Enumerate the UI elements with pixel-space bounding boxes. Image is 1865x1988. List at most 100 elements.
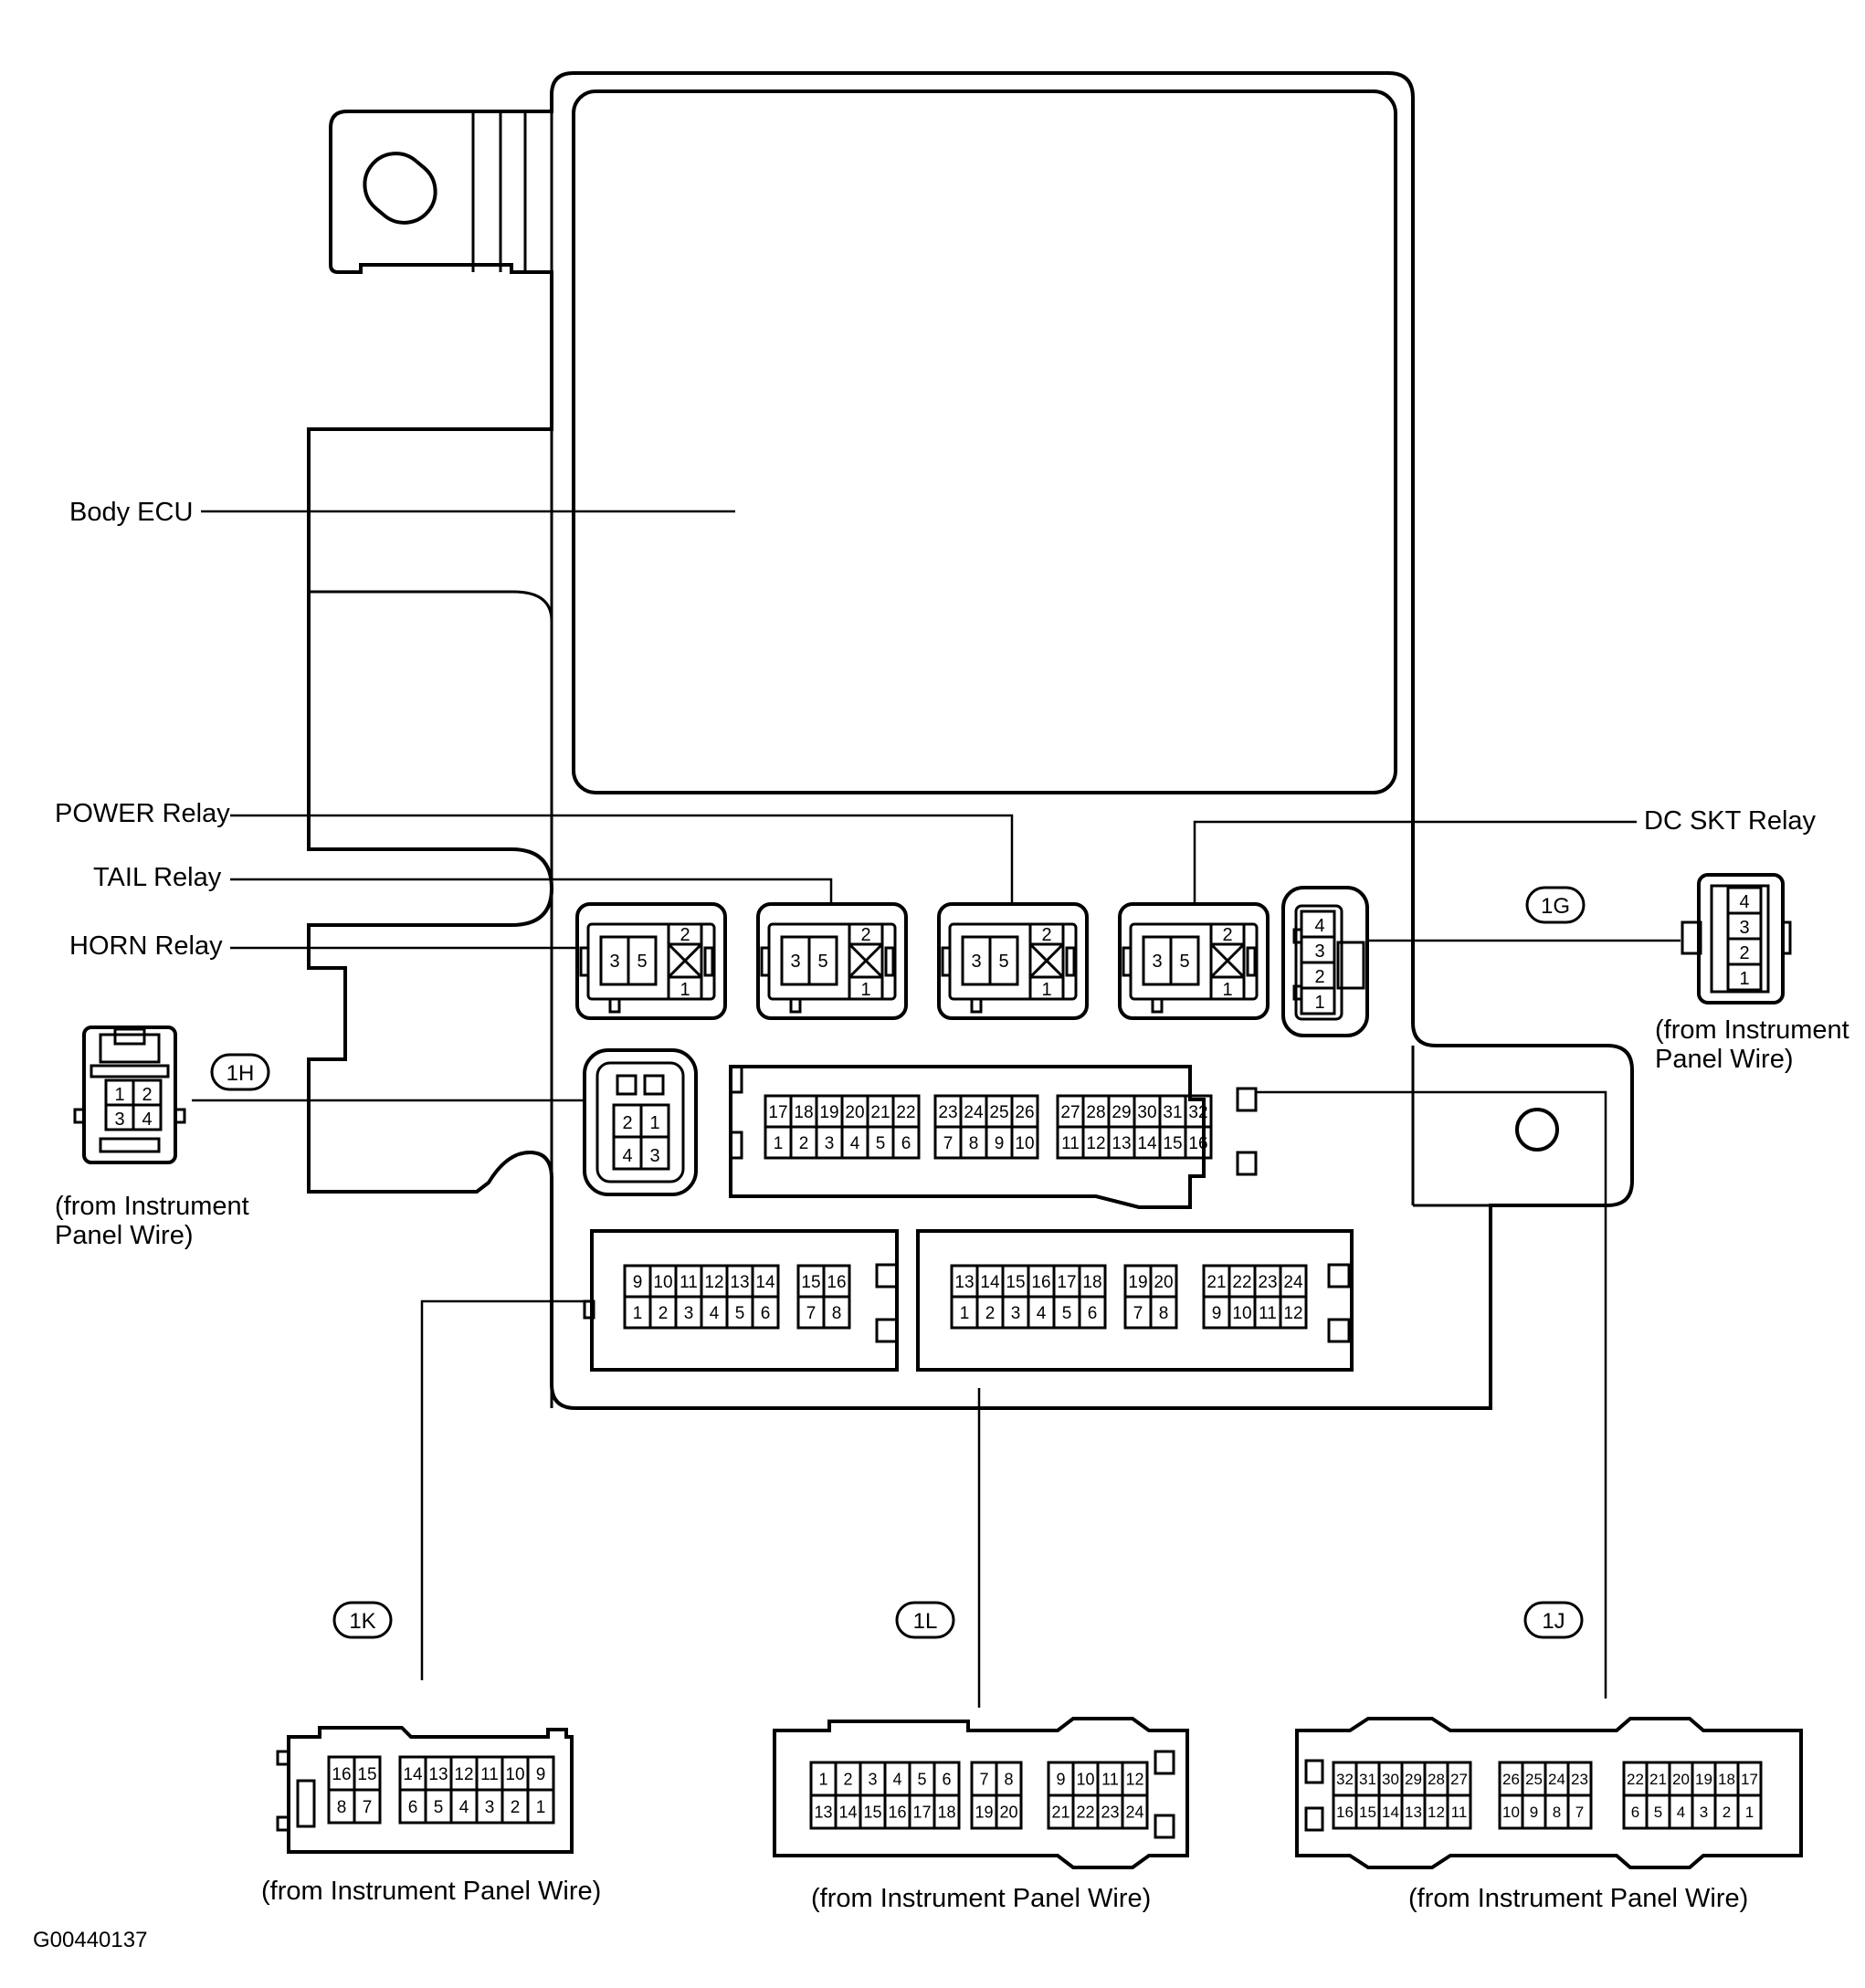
relay-pin-5: 5 xyxy=(817,952,827,972)
dc-skt-relay-label: DC SKT Relay xyxy=(1644,806,1817,836)
pin-number: 29 xyxy=(1112,1103,1131,1122)
pin-number: 18 xyxy=(1082,1273,1101,1292)
pin-number: 14 xyxy=(980,1273,1000,1292)
pin-number: 5 xyxy=(1654,1804,1662,1821)
pin-number: 14 xyxy=(1382,1804,1399,1821)
svg-text:1H: 1H xyxy=(227,1061,255,1086)
pin-number: 2 xyxy=(985,1304,996,1323)
pin-number: 6 xyxy=(1631,1804,1639,1821)
svg-text:1G: 1G xyxy=(1541,894,1570,919)
connector-1h-plug: 1 2 3 4 xyxy=(73,1026,186,1164)
pin-number: 15 xyxy=(1359,1804,1376,1821)
pin-number: 12 xyxy=(1086,1134,1105,1153)
pin-2: 2 xyxy=(1314,967,1324,987)
pin-1: 1 xyxy=(1739,969,1749,989)
pin-number: 30 xyxy=(1137,1103,1156,1122)
pin-number: 10 xyxy=(1502,1804,1520,1821)
pin-number: 4 xyxy=(459,1798,469,1817)
pin-number: 24 xyxy=(1125,1803,1143,1821)
pin-4: 4 xyxy=(1739,892,1749,912)
pin-number: 11 xyxy=(680,1273,698,1292)
pin-number: 26 xyxy=(1502,1771,1520,1788)
pin-number: 10 xyxy=(1015,1134,1034,1153)
pin-number: 16 xyxy=(888,1803,906,1821)
pin-number: 30 xyxy=(1382,1771,1399,1788)
pin-number: 32 xyxy=(1188,1103,1207,1122)
pin-number: 9 xyxy=(1530,1804,1538,1821)
pin-number: 13 xyxy=(814,1803,832,1821)
pin-number: 7 xyxy=(979,1770,988,1788)
pin-number: 19 xyxy=(975,1803,993,1821)
pin-number: 15 xyxy=(801,1273,820,1292)
pin-number: 24 xyxy=(1548,1771,1565,1788)
svg-text:1K: 1K xyxy=(349,1609,375,1634)
pin-number: 27 xyxy=(1060,1103,1080,1122)
pin-cell xyxy=(1736,1793,1763,1830)
tail-relay-label: TAIL Relay xyxy=(93,863,222,892)
pin-number: 8 xyxy=(832,1304,842,1323)
connector-code-1h: 1H xyxy=(210,1053,270,1091)
pin-cell xyxy=(1566,1793,1593,1830)
pin-number: 3 xyxy=(825,1134,835,1153)
relay-pin-3: 3 xyxy=(1152,952,1162,972)
pin-number: 6 xyxy=(901,1134,911,1153)
pin-number: 6 xyxy=(761,1304,771,1323)
pin-number: 15 xyxy=(1006,1273,1025,1292)
pin-cell xyxy=(995,1793,1023,1830)
pin-4: 4 xyxy=(622,1146,632,1166)
pin-grid: 3216311530142913281227112610259248237226… xyxy=(1332,1761,1763,1830)
pin-number: 3 xyxy=(684,1304,694,1323)
pin-2: 2 xyxy=(1739,943,1749,963)
relay-pin-3: 3 xyxy=(971,952,981,972)
connector-code-1k: 1K xyxy=(332,1601,393,1639)
relay-pin-2: 2 xyxy=(680,925,690,945)
pin-number: 29 xyxy=(1405,1771,1422,1788)
pin-cell xyxy=(1078,1295,1107,1330)
pin-number: 11 xyxy=(1061,1134,1080,1153)
pin-number: 5 xyxy=(917,1770,926,1788)
pin-cell xyxy=(1149,1295,1178,1330)
pin-1: 1 xyxy=(649,1113,659,1133)
pin-number: 21 xyxy=(1206,1273,1226,1292)
pin-number: 2 xyxy=(659,1304,669,1323)
relay-pin-2: 2 xyxy=(1222,925,1232,945)
svg-text:(from Instrument: (from Instrument xyxy=(55,1192,249,1221)
pin-number: 25 xyxy=(989,1103,1008,1122)
pin-number: 5 xyxy=(1062,1304,1072,1323)
pin-number: 1 xyxy=(1745,1804,1754,1821)
relay-pin-2: 2 xyxy=(1041,925,1051,945)
pin-number: 4 xyxy=(892,1770,901,1788)
pin-number: 26 xyxy=(1015,1103,1034,1122)
svg-text:1L: 1L xyxy=(913,1609,938,1634)
pin-number: 13 xyxy=(1405,1804,1422,1821)
pin-number: 18 xyxy=(794,1103,813,1122)
pin-number: 20 xyxy=(999,1803,1017,1821)
pin-number: 5 xyxy=(876,1134,886,1153)
relay-pin-5: 5 xyxy=(998,952,1008,972)
relay-pin-1: 1 xyxy=(1041,980,1051,1000)
connector-code-1g: 1G xyxy=(1525,886,1586,924)
pin-number: 6 xyxy=(408,1798,418,1817)
pin-cell xyxy=(1279,1295,1308,1330)
pin-number: 13 xyxy=(730,1273,749,1292)
pin-cell xyxy=(932,1793,961,1830)
svg-text:1J: 1J xyxy=(1542,1609,1565,1634)
pin-cell xyxy=(891,1125,921,1160)
pin-number: 28 xyxy=(1086,1103,1105,1122)
pin-number: 9 xyxy=(536,1765,546,1784)
pin-number: 11 xyxy=(1101,1770,1119,1788)
pin-number: 13 xyxy=(954,1273,974,1292)
relay-callouts: POWER Relay TAIL Relay HORN Relay DC SKT… xyxy=(55,799,1817,961)
pin-number: 13 xyxy=(1112,1134,1131,1153)
pin-cell xyxy=(1121,1793,1149,1830)
body-ecu-module xyxy=(572,89,1397,794)
pin-cell xyxy=(1446,1793,1472,1830)
pin-number: 10 xyxy=(653,1273,672,1292)
pin-number: 16 xyxy=(332,1765,351,1784)
pin-number: 31 xyxy=(1359,1771,1376,1788)
